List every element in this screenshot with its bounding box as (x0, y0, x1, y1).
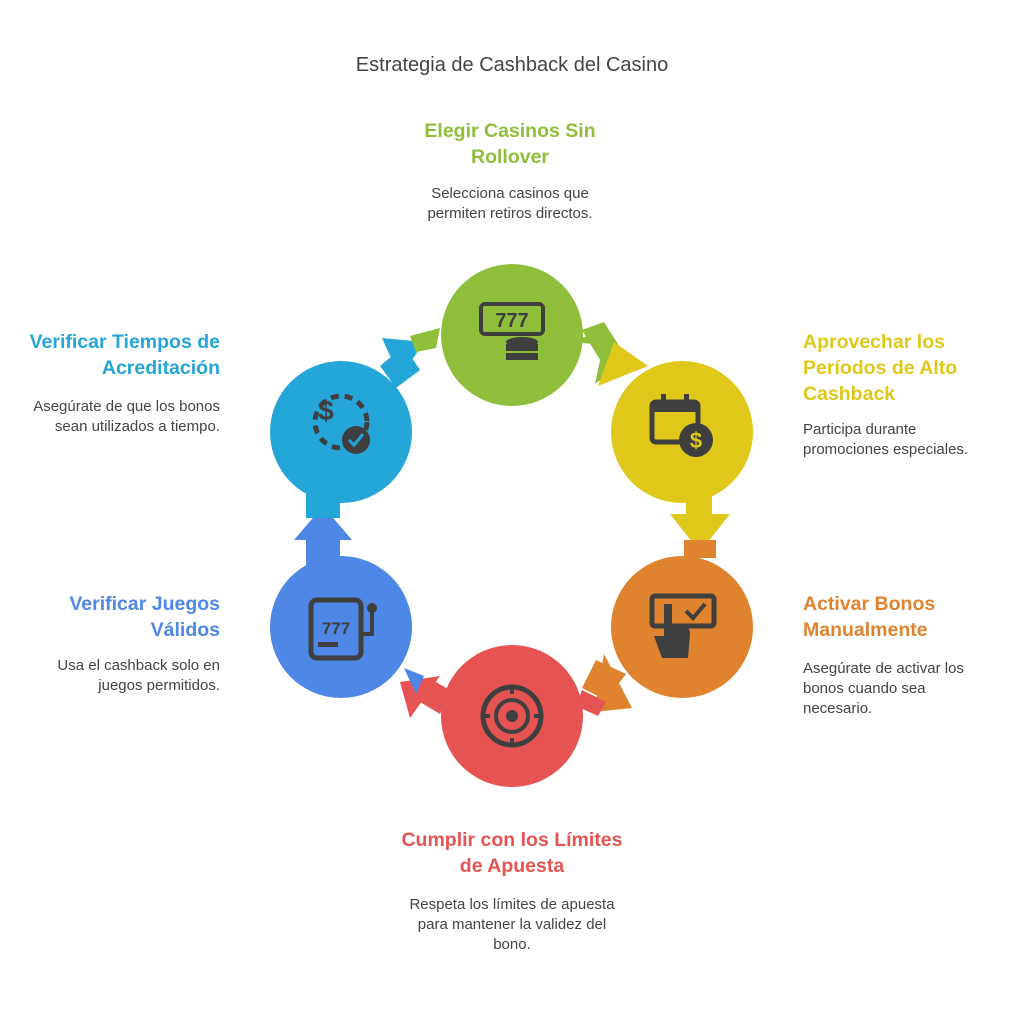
step6-circle (270, 361, 412, 503)
arrow-step4-to-step5 (400, 668, 450, 718)
slot-machine-icon: 777 (308, 597, 377, 661)
step6-description: Asegúrate de que los bonos sean utilizad… (33, 398, 220, 435)
arrow-step6-to-step1 (380, 328, 440, 388)
step5-title: Verificar Juegos Válidos (69, 593, 220, 641)
dollar-timer-check-icon: $ (312, 393, 370, 454)
step5-description: Usa el cashback solo en juegos permitido… (57, 657, 220, 694)
step1-description: Selecciona casinos que permiten retiros … (427, 185, 593, 222)
step4-description: Respeta los límites de apuesta para mant… (409, 896, 615, 953)
casino-chip-icon (480, 684, 544, 748)
step6-title: Verificar Tiempos de Acreditación (29, 331, 220, 379)
calendar-dollar-icon: $ (649, 394, 713, 457)
arrow-step3-to-step4 (576, 654, 632, 716)
arrow-step1-to-step2 (572, 322, 648, 386)
step3-description: Asegúrate de activar los bonos cuando se… (803, 660, 964, 717)
step2-title: Aprovechar los Períodos de Alto Cashback (803, 331, 958, 405)
page-title: Estrategia de Cashback del Casino (355, 54, 669, 76)
svg-text:777: 777 (322, 619, 350, 638)
svg-text:777: 777 (495, 310, 528, 332)
slot-coins-icon: 777 (479, 302, 545, 360)
svg-text:$: $ (690, 428, 702, 453)
step5-circle (270, 556, 412, 698)
step1-title: Elegir Casinos Sin Rollover (424, 120, 596, 168)
step3-title: Activar Bonos Manualmente (803, 593, 936, 641)
step2-description: Participa durante promociones especiales… (803, 421, 969, 458)
svg-text:$: $ (318, 395, 334, 426)
hand-click-check-icon (649, 593, 717, 658)
step4-title: Cumplir con los Límites de Apuesta (401, 829, 623, 877)
